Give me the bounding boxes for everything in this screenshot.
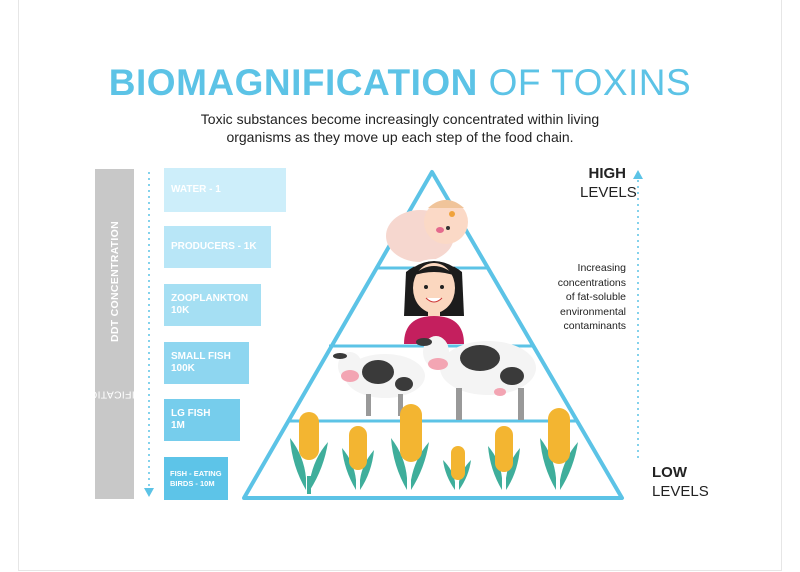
note-line-3: of fat-soluble xyxy=(565,291,626,303)
level-small-fish-label: SMALL FISH xyxy=(171,351,231,362)
down-arrow-icon xyxy=(144,488,154,497)
high-levels-label: HIGH LEVELS xyxy=(580,164,637,202)
level-birds-label: FISH - EATING xyxy=(170,468,222,478)
note-line-2: concentrations xyxy=(557,276,626,289)
concentration-axis-bar xyxy=(95,169,134,499)
low-levels-label: LOW LEVELS xyxy=(652,463,709,501)
corn-plant-icon xyxy=(391,404,429,490)
note-line-1: Increasing xyxy=(577,262,626,274)
corn-plant-icon xyxy=(342,426,374,490)
corn-plant-icon xyxy=(443,446,471,490)
page-subtitle: Toxic substances become increasingly con… xyxy=(200,111,600,145)
level-birds-value: BIRDS - 10M xyxy=(170,478,215,488)
pyramid-outline xyxy=(242,170,624,500)
high-label-bold: HIGH xyxy=(588,165,627,182)
level-lg-fish-label: LG FISH xyxy=(171,408,211,419)
level-producers: PRODUCERS - 1K xyxy=(164,226,271,268)
level-small-fish-value: 100K xyxy=(171,363,195,374)
high-label-rest: LEVELS xyxy=(580,184,637,201)
baby-illustration xyxy=(386,200,468,262)
level-water-label: WATER - 1 xyxy=(171,184,221,195)
low-label-rest: LEVELS xyxy=(652,483,709,500)
corn-plant-icon xyxy=(540,408,578,490)
level-water: WATER - 1 xyxy=(164,168,286,212)
corn-plant-icon xyxy=(488,426,520,490)
cow-right-illustration xyxy=(416,336,536,420)
level-zooplankton-label: ZOOPLANKTON xyxy=(171,293,249,304)
increasing-concentrations-note: Increasing concentrations of fat-soluble… xyxy=(520,261,626,334)
level-producers-label: PRODUCERS - 1K xyxy=(171,241,257,252)
note-line-5: contaminants xyxy=(563,320,626,332)
level-zooplankton-value: 10K xyxy=(171,305,190,316)
page-title: BIOMAGNIFICATION OF TOXINS xyxy=(0,62,800,104)
note-line-4: environmental xyxy=(560,305,626,318)
corn-plant-icon xyxy=(290,412,328,494)
low-label-bold: LOW xyxy=(652,464,687,481)
cow-left-illustration xyxy=(333,352,425,416)
title-bold: BIOMAGNIFICATION xyxy=(108,62,478,103)
woman-illustration xyxy=(404,259,464,344)
title-rest: OF TOXINS xyxy=(488,62,692,103)
level-lg-fish-value: 1M xyxy=(171,420,185,431)
up-arrow-icon xyxy=(633,170,643,179)
